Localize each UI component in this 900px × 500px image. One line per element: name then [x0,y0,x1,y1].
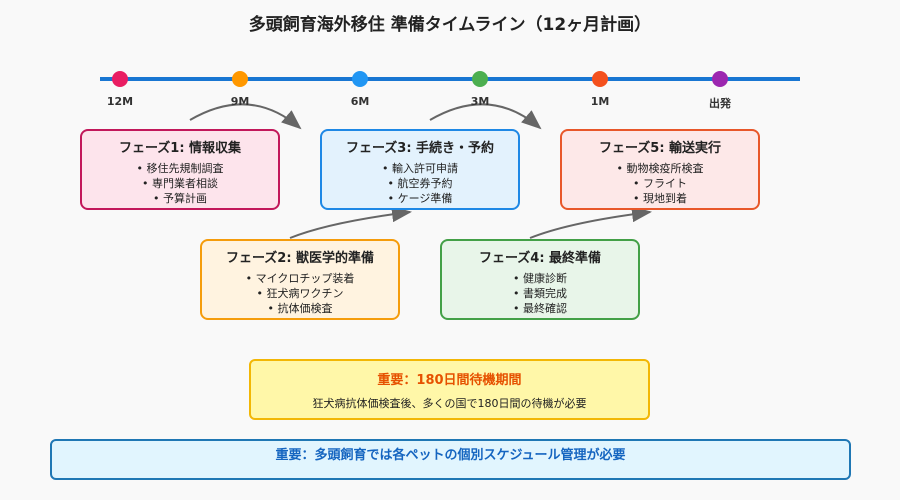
phase-4-box: フェーズ4: 最終準備 健康診断 書類完成 最終確認 [440,239,640,320]
arrow-p3-to-p5 [429,103,542,130]
timeline-label: 1M [590,95,610,108]
phase-1-item: 専門業者相談 [82,176,278,191]
phase-5-item: 現地到着 [562,191,758,206]
timeline-marker [232,71,248,87]
phase-4-title: フェーズ4: 最終準備 [478,251,602,266]
phase-5-item: 動物検疫所検査 [562,161,758,176]
timeline-label: 出発 [709,97,731,110]
phase-2-item: 抗体価検査 [202,301,398,316]
phase-3-item: 航空券予約 [322,176,518,191]
phase-2-item: 狂犬病ワクチン [202,286,398,301]
arrow-p2-to-p3 [289,206,412,239]
phase-5-item: フライト [562,176,758,191]
phase-4-item: 最終確認 [442,301,638,316]
timeline-marker [592,71,608,87]
timeline-label: 3M [470,95,490,108]
phase-1-item: 予算計画 [82,191,278,206]
phase-5-title: フェーズ5: 輸送実行 [598,141,722,156]
arrow-p1-to-p3 [189,103,302,130]
arrow-p4-to-p5 [529,206,652,239]
timeline-label: 12M [106,95,134,108]
notice-title: 重要：180日間待機期間 [377,373,522,388]
phase-4-item: 健康診断 [442,271,638,286]
timeline-label: 9M [230,95,250,108]
timeline-marker [352,71,368,87]
timeline-marker [472,71,488,87]
phase-1-box: フェーズ1: 情報収集 移住先規制調査 専門業者相談 予算計画 [80,129,280,210]
notice-body: 狂犬病抗体価検査後、多くの国で180日間の待機が必要 [312,397,587,410]
phase-1-item: 移住先規制調査 [82,161,278,176]
timeline-marker [112,71,128,87]
waiting-period-notice: 重要：180日間待機期間 狂犬病抗体価検査後、多くの国で180日間の待機が必要 [249,359,650,420]
phase-5-box: フェーズ5: 輸送実行 動物検疫所検査 フライト 現地到着 [560,129,760,210]
phase-4-item: 書類完成 [442,286,638,301]
timeline-label: 6M [350,95,370,108]
timeline-marker [712,71,728,87]
phase-2-box: フェーズ2: 獣医学的準備 マイクロチップ装着 狂犬病ワクチン 抗体価検査 [200,239,400,320]
phase-2-item: マイクロチップ装着 [202,271,398,286]
page-title: 多頭飼育海外移住 準備タイムライン（12ヶ月計画） [248,15,652,35]
phase-3-box: フェーズ3: 手続き・予約 輸入許可申請 航空券予約 ケージ準備 [320,129,520,210]
important-banner: 重要：多頭飼育では各ペットの個別スケジュール管理が必要 [50,439,851,480]
phase-3-item: ケージ準備 [322,191,518,206]
phase-3-item: 輸入許可申請 [322,161,518,176]
phase-2-title: フェーズ2: 獣医学的準備 [225,251,375,266]
phase-3-title: フェーズ3: 手続き・予約 [345,141,495,156]
phase-1-title: フェーズ1: 情報収集 [118,141,242,156]
